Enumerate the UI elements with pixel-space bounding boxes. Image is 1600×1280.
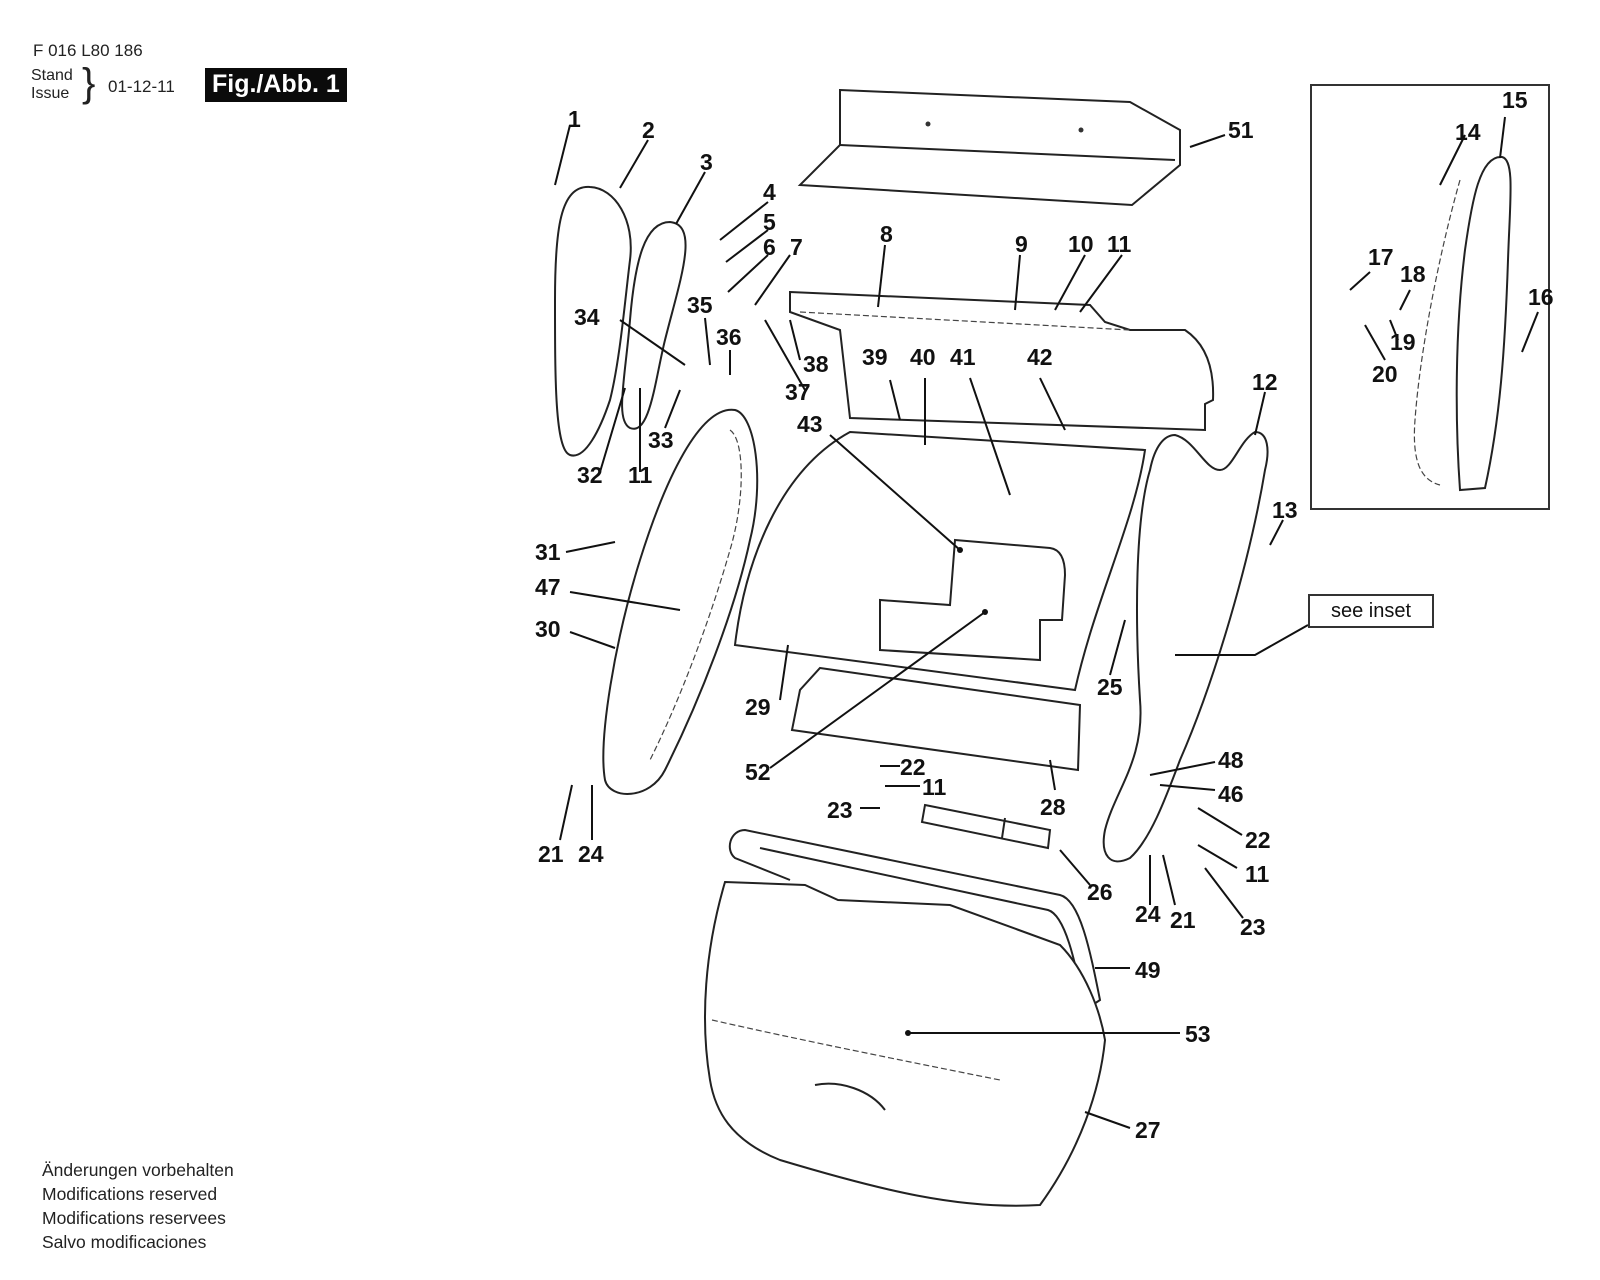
disclaimer-de: Änderungen vorbehalten bbox=[42, 1160, 234, 1180]
see-inset-callout: see inset bbox=[1308, 594, 1434, 628]
stand-issue-label: Stand Issue bbox=[31, 67, 73, 103]
disclaimer-en: Modifications reserved bbox=[42, 1184, 218, 1204]
label-part-29: 29 bbox=[745, 694, 771, 720]
part-number-labels: 1 2 3 4 5 6 7 8 9 10 11 51 34 35 36 38 3… bbox=[535, 87, 1554, 1143]
label-part-2: 2 bbox=[642, 117, 655, 143]
label-part-22: 22 bbox=[900, 754, 926, 780]
label-part-20: 20 bbox=[1372, 361, 1398, 387]
part-49-handle bbox=[728, 828, 1102, 1012]
label-part-21-left: 21 bbox=[538, 841, 564, 867]
label-part-4: 4 bbox=[763, 179, 776, 205]
label-part-41: 41 bbox=[950, 344, 976, 370]
label-part-30: 30 bbox=[535, 616, 561, 642]
brace-symbol: } bbox=[82, 61, 96, 105]
label-part-47: 47 bbox=[535, 574, 561, 600]
label-part-11-right: 11 bbox=[1245, 861, 1270, 887]
disclaimer-fr: Modifications reservees bbox=[42, 1208, 226, 1228]
label-part-11-center: 11 bbox=[922, 774, 947, 800]
label-part-51: 51 bbox=[1228, 117, 1254, 143]
part-12-right-frame bbox=[1102, 430, 1269, 863]
label-part-38: 38 bbox=[803, 351, 829, 377]
part-30-left-frame bbox=[602, 408, 759, 795]
part-29-center-panel bbox=[733, 430, 1147, 692]
label-part-13: 13 bbox=[1272, 497, 1298, 523]
label-part-25: 25 bbox=[1097, 674, 1123, 700]
label-part-23-right: 23 bbox=[1240, 914, 1266, 940]
label-part-19: 19 bbox=[1390, 329, 1416, 355]
footer-disclaimer: Änderungen vorbehalten Modifications res… bbox=[42, 1158, 234, 1254]
label-part-12: 12 bbox=[1252, 369, 1278, 395]
part-51-top-plate bbox=[797, 88, 1181, 207]
label-part-37: 37 bbox=[785, 379, 811, 405]
part-27-collection-bag bbox=[704, 880, 1107, 1207]
label-part-21-right: 21 bbox=[1170, 907, 1196, 933]
label-part-6: 6 bbox=[763, 234, 776, 260]
part-2-belt bbox=[553, 185, 632, 457]
label-part-18: 18 bbox=[1400, 261, 1426, 287]
label-part-23: 23 bbox=[827, 797, 853, 823]
figure-badge: Fig./Abb. 1 bbox=[205, 68, 347, 102]
label-part-36: 36 bbox=[716, 324, 742, 350]
label-part-28: 28 bbox=[1040, 794, 1066, 820]
part-28-rail bbox=[790, 666, 1082, 772]
label-part-40: 40 bbox=[910, 344, 936, 370]
label-part-27: 27 bbox=[1135, 1117, 1161, 1143]
inset-box bbox=[1310, 84, 1550, 510]
disclaimer-es: Salvo modificaciones bbox=[42, 1232, 207, 1252]
label-part-8: 8 bbox=[880, 221, 893, 247]
label-part-10: 10 bbox=[1068, 231, 1094, 257]
label-part-26: 26 bbox=[1087, 879, 1113, 905]
label-part-42: 42 bbox=[1027, 344, 1053, 370]
label-part-46: 46 bbox=[1218, 781, 1244, 807]
label-part-11-left: 11 bbox=[628, 462, 653, 488]
label-part-34: 34 bbox=[574, 304, 600, 330]
label-part-3: 3 bbox=[700, 149, 713, 175]
label-part-1: 1 bbox=[568, 106, 581, 132]
label-part-32: 32 bbox=[577, 462, 603, 488]
label-part-16: 16 bbox=[1528, 284, 1554, 310]
label-part-49: 49 bbox=[1135, 957, 1161, 983]
part-3-belt bbox=[621, 220, 687, 430]
part-26-shaft bbox=[920, 803, 1052, 850]
label-part-31: 31 bbox=[535, 539, 561, 565]
label-part-9: 9 bbox=[1015, 231, 1028, 257]
part-8-rear-housing bbox=[789, 290, 1215, 432]
label-part-52: 52 bbox=[745, 759, 771, 785]
label-part-33: 33 bbox=[648, 427, 674, 453]
label-part-17: 17 bbox=[1368, 244, 1394, 270]
label-part-43: 43 bbox=[797, 411, 823, 437]
label-part-11: 11 bbox=[1107, 231, 1132, 257]
label-part-39: 39 bbox=[862, 344, 888, 370]
label-part-7: 7 bbox=[790, 234, 803, 260]
inset-part-15-cover bbox=[1413, 155, 1512, 492]
issue-label: Issue bbox=[31, 85, 70, 102]
leader-lines bbox=[554, 116, 1539, 1129]
label-part-48: 48 bbox=[1218, 747, 1244, 773]
label-part-35: 35 bbox=[687, 292, 713, 318]
document-code: F 016 L80 186 bbox=[33, 41, 143, 60]
issue-date: 01-12-11 bbox=[108, 77, 175, 96]
label-part-5: 5 bbox=[763, 209, 776, 235]
label-part-14: 14 bbox=[1455, 119, 1481, 145]
label-part-53: 53 bbox=[1185, 1021, 1211, 1047]
label-part-24-right: 24 bbox=[1135, 901, 1161, 927]
stand-label: Stand bbox=[31, 67, 73, 84]
label-part-24-left: 24 bbox=[578, 841, 604, 867]
label-part-22-right: 22 bbox=[1245, 827, 1271, 853]
label-part-15: 15 bbox=[1502, 87, 1528, 113]
